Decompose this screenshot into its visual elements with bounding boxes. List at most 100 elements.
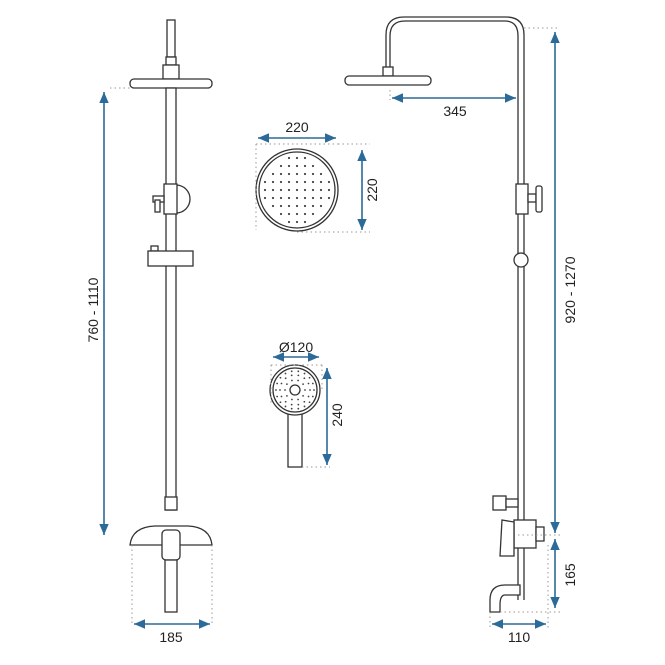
nozzle-dot [297,379,299,382]
nozzle-dot [303,220,307,224]
nozzle-dot [276,382,279,385]
nozzle-dot [311,382,314,385]
nozzle-dot [287,172,291,176]
nozzle-dot [307,395,310,398]
nozzle-dot [295,172,299,176]
nozzle-dot [308,401,311,404]
nozzle-dot [287,204,291,208]
nozzle-dot [311,204,315,208]
nozzle-dot [271,196,275,200]
nozzle-dot [303,156,307,160]
nozzle-dot [304,389,306,391]
nozzle-dot [271,172,275,176]
nozzle-dot [295,180,299,184]
head-width-label: 220 [285,119,309,135]
nozzle-dot [263,196,267,200]
nozzle-dot [319,204,323,208]
spout-reach-label: 110 [508,629,531,645]
nozzle-dot [279,204,283,208]
nozzle-dot [311,172,315,176]
nozzle-dot [303,377,306,380]
nozzle-dot [319,172,323,176]
nozzle-dot [297,398,299,401]
nozzle-dot [327,188,331,192]
nozzle-dot [279,389,281,391]
nozzle-dot [279,212,283,216]
nozzle-dot [303,164,307,168]
nozzle-dot [284,405,287,408]
nozzle-dot [280,382,283,385]
nozzle-dot [303,196,307,200]
nozzle-dot [303,188,307,192]
nozzle-dot [284,389,286,391]
nozzle-dot [287,212,291,216]
nozzle-dot [271,188,275,192]
nozzle-dot [271,204,275,208]
nozzle-dot [290,407,293,410]
head-shower-top-view: 220 220 [255,119,380,233]
nozzle-dot [263,180,267,184]
nozzle-dot [287,156,291,160]
nozzle-dot [311,164,315,168]
head-height-label: 220 [364,178,380,202]
nozzle-dot [303,180,307,184]
nozzle-dot [286,394,288,397]
nozzle-dot [286,383,288,386]
nozzle-dot [327,180,331,184]
nozzle-dot [303,400,306,403]
nozzle-dot [284,372,287,375]
nozzle-dot [319,196,323,200]
nozzle-dot [287,180,291,184]
nozzle-dot [302,383,304,386]
side-view: 345 920 - 1270 165 110 [344,16,578,645]
nozzle-dot [271,180,275,184]
nozzle-dot [295,164,299,168]
nozzle-dot [295,204,299,208]
nozzle-dot [291,379,293,382]
hand-diameter-label: Ø120 [279,339,313,355]
nozzle-dot [302,394,304,397]
nozzle-dot [279,172,283,176]
nozzle-dot [297,407,300,410]
nozzle-dot [279,376,282,379]
arm-reach-label: 345 [443,103,467,119]
nozzle-dot [311,196,315,200]
spout-height-label: 165 [562,563,578,587]
nozzle-dot [303,372,306,375]
nozzle-dot [287,188,291,192]
left-height-label: 760 - 1110 [85,277,101,342]
hand-length-label: 240 [329,403,345,427]
nozzle-dot [297,403,300,406]
nozzle-dot [311,395,314,398]
nozzle-dot [309,389,311,391]
nozzle-dot [297,370,300,373]
nozzle-dot [279,196,283,200]
nozzle-dot [275,389,277,391]
nozzle-dot [290,370,293,373]
nozzle-dot [295,156,299,160]
nozzle-dot [295,188,299,192]
nozzle-dot [287,196,291,200]
nozzle-dot [327,196,331,200]
nozzle-dot [287,164,291,168]
nozzle-dot [307,382,310,385]
nozzle-dot [290,403,293,406]
left-width-label: 185 [159,629,183,645]
nozzle-dot [308,376,311,379]
nozzle-dot [295,196,299,200]
nozzle-dot [279,188,283,192]
nozzle-dot [279,401,282,404]
nozzle-dot [295,220,299,224]
nozzle-dot [303,212,307,216]
nozzle-dot [319,180,323,184]
nozzle-dot [291,398,293,401]
nozzle-dot [313,389,315,391]
nozzle-dot [284,400,287,403]
nozzle-dot [295,212,299,216]
hand-shower-view: Ø120 240 [269,339,345,468]
nozzle-dot [311,180,315,184]
nozzle-dot [311,212,315,216]
nozzle-dot [279,164,283,168]
right-height-label: 920 - 1270 [562,256,578,323]
